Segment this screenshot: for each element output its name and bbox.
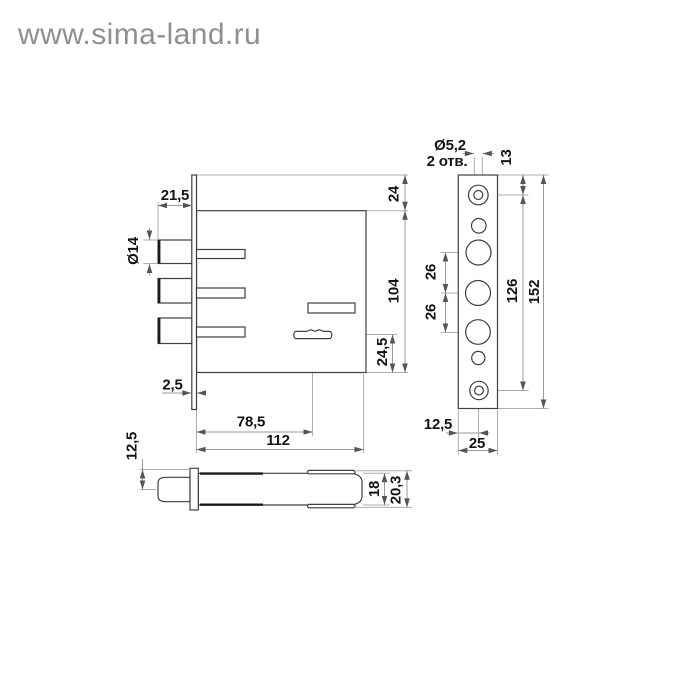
screw-hole-bottom-inner	[474, 385, 485, 396]
bolt-3	[157, 317, 193, 345]
dim-label-top-offset: 24	[386, 185, 403, 202]
dim-label-plate-width: 25	[469, 435, 485, 452]
dim-label-case-thickness: 18	[366, 481, 383, 497]
dim-label-bolt-axis-offset: 12,5	[124, 432, 141, 460]
bolt-hole-3	[465, 319, 491, 345]
bolt-hole-1	[465, 239, 492, 266]
bolt-1	[157, 239, 193, 265]
bolt-2-tail	[195, 287, 246, 299]
small-hole-upper	[470, 217, 487, 234]
faceplate-view: Ø5,2 2 отв. 13 26 26 126 152 12,5 25	[423, 137, 549, 455]
keyhole-shape	[293, 329, 333, 340]
dim-label-screw-hole-count: 2 отв.	[427, 153, 468, 170]
dim-label-plate-length: 152	[526, 280, 543, 304]
dim-label-screw-edge-offset: 12,5	[424, 416, 452, 433]
screw-hole-top-inner	[473, 189, 484, 201]
dim-label-faceplate-thickness: 2,5	[162, 377, 182, 394]
dim-label-bolt-protrusion: 21,5	[161, 187, 189, 204]
dim-label-bolt-spacing-upper: 26	[423, 264, 440, 280]
dim-label-screw-spacing: 126	[504, 279, 521, 303]
dim-label-body-width: 112	[266, 432, 290, 449]
dim-label-bolt-spacing-lower: 26	[423, 304, 440, 320]
bolt-1-tail	[195, 248, 246, 260]
dim-label-keyhole-offset: 78,5	[237, 414, 265, 431]
locking-bar	[307, 302, 356, 314]
side-view: 12,5 18 20,3	[124, 432, 412, 511]
bolt-2	[157, 277, 193, 304]
front-view: 21,5 Ø14 2,5 78,5 112 24 104 24,5	[125, 174, 408, 454]
dim-label-keyhole-bottom-offset: 24,5	[374, 338, 391, 366]
lock-body-outline	[195, 210, 367, 374]
bolt-3-tail	[195, 326, 246, 338]
small-hole-lower	[471, 350, 486, 366]
faceplate-edge	[191, 174, 198, 411]
cover-tab-top	[306, 469, 356, 475]
dim-label-screw-top-offset: 13	[498, 149, 515, 165]
lock-case-side	[197, 472, 363, 506]
bolt-hole-2	[464, 279, 492, 307]
watermark-text: www.sima-land.ru	[17, 18, 261, 51]
dim-label-screw-hole-diameter: Ø5,2	[434, 137, 466, 154]
faceplate-side	[189, 467, 199, 511]
dim-label-overall-thickness: 20,3	[388, 476, 405, 504]
dim-label-body-height: 104	[386, 278, 403, 303]
bolt-side	[157, 476, 191, 503]
cover-tab-bottom	[306, 503, 356, 509]
dim-label-bolt-diameter: Ø14	[125, 236, 142, 265]
